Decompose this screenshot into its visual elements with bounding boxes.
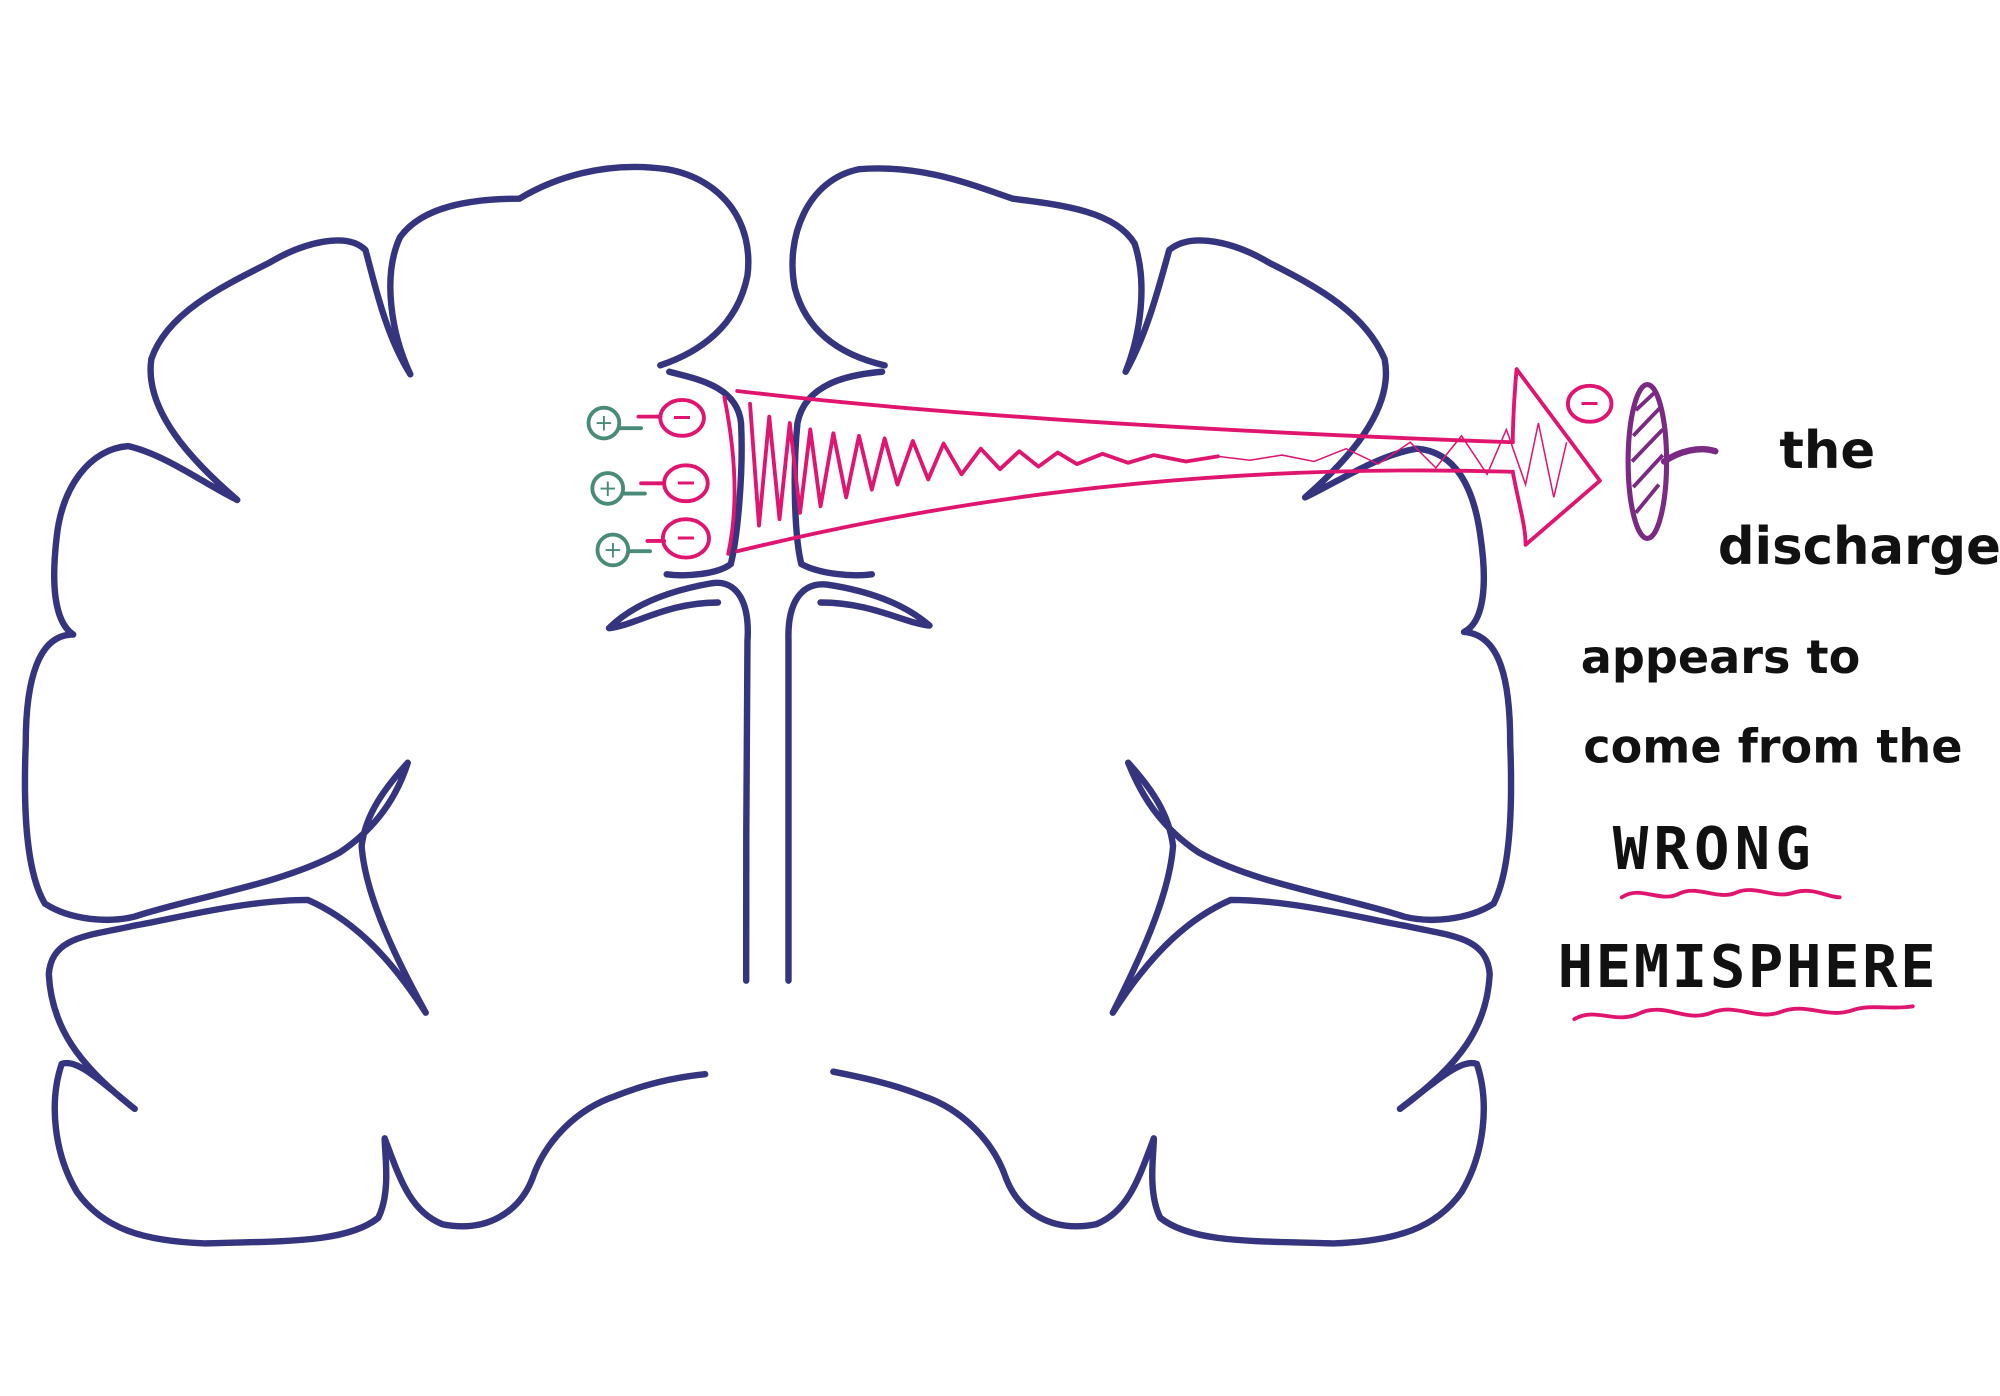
negative-charge-icon xyxy=(1565,383,1614,424)
right-corpus-callosum-edge xyxy=(791,368,886,579)
discharge-oscillation-small xyxy=(1217,422,1568,498)
left-ventricle-outline xyxy=(605,579,751,984)
wrong-underline xyxy=(1619,888,1842,900)
negative-sign: − xyxy=(671,403,692,433)
annotation-line-1: the xyxy=(1779,421,1875,481)
positive-charge-icon xyxy=(586,405,622,441)
annotation-line-3: appears to xyxy=(1581,630,1861,684)
negative-sign: − xyxy=(1579,388,1600,418)
discharge-oscillation-large xyxy=(748,401,1220,528)
negative-charge-icon xyxy=(658,398,706,438)
discharge-arrow xyxy=(722,367,1602,556)
positive-sign: + xyxy=(594,411,613,437)
left-corpus-callosum-edge xyxy=(663,368,745,579)
annotation-line-4: come from the xyxy=(1583,720,1962,774)
dipole-charges: + − + − + − − xyxy=(586,383,1614,568)
dipole-2: + − xyxy=(590,463,710,506)
annotation: the discharge appears to come from the W… xyxy=(1558,421,2000,1022)
annotation-wrong: WRONG xyxy=(1613,814,1816,883)
negative-sign: − xyxy=(675,523,696,553)
negative-charge-icon xyxy=(660,517,711,560)
right-ventricle-outline xyxy=(785,581,933,984)
annotation-line-2: discharge xyxy=(1718,517,2000,577)
annotation-hemisphere: HEMISPHERE xyxy=(1558,932,1939,1001)
left-hemisphere-outline xyxy=(21,163,752,1247)
arrowhead xyxy=(1510,367,1602,547)
positive-sign: + xyxy=(603,538,622,564)
positive-charge-icon xyxy=(590,471,626,506)
negative-charge-icon xyxy=(662,463,710,504)
hemisphere-underline xyxy=(1572,1004,1915,1022)
right-hemisphere-outline xyxy=(789,165,1515,1247)
dipole-1: + − xyxy=(586,398,706,441)
negative-sign: − xyxy=(675,468,696,498)
recorded-negative: − xyxy=(1565,383,1614,424)
dipole-3: + − xyxy=(595,517,711,568)
electrode-icon xyxy=(1625,382,1719,541)
positive-sign: + xyxy=(598,476,617,502)
